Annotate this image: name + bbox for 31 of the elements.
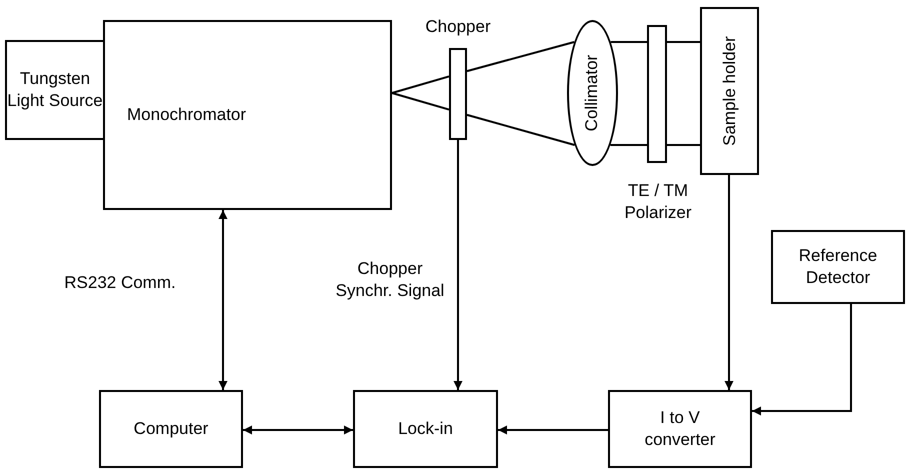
- monochromator-box: [103, 20, 392, 210]
- light-beam: [466, 41, 575, 72]
- arrow: [218, 210, 228, 390]
- light-beam: [610, 144, 647, 146]
- component-label: I to V converter: [644, 406, 716, 451]
- light-beam: [667, 41, 700, 43]
- component-label: Tungsten Light Source: [7, 68, 103, 112]
- detector-box: [771, 230, 905, 304]
- light-beam: [466, 114, 575, 146]
- arrow: [243, 426, 353, 434]
- light-beam: [667, 144, 700, 146]
- computer-box: [99, 390, 243, 468]
- light-beam: [392, 75, 450, 94]
- light-source-box: [5, 40, 105, 140]
- light-beam: [610, 41, 647, 43]
- component-label: Computer: [134, 418, 208, 440]
- component-label: Reference Detector: [798, 244, 878, 289]
- component-label: Monochromator: [127, 104, 246, 126]
- arrow: [752, 304, 852, 416]
- component-label: Chopper: [424, 16, 492, 38]
- arrow: [498, 426, 608, 434]
- component-label: Collimator: [581, 54, 602, 132]
- sample-holder-box: [700, 7, 759, 175]
- component-label: Lock-in: [398, 418, 453, 440]
- converter-box: [608, 390, 752, 468]
- arrow: [454, 140, 462, 390]
- light-beam: [392, 92, 450, 111]
- component-label: Sample holder: [718, 36, 740, 146]
- arrow: [724, 175, 734, 390]
- component-label: TE / TM Polarizer: [623, 180, 693, 224]
- lock-in-box: [353, 390, 498, 468]
